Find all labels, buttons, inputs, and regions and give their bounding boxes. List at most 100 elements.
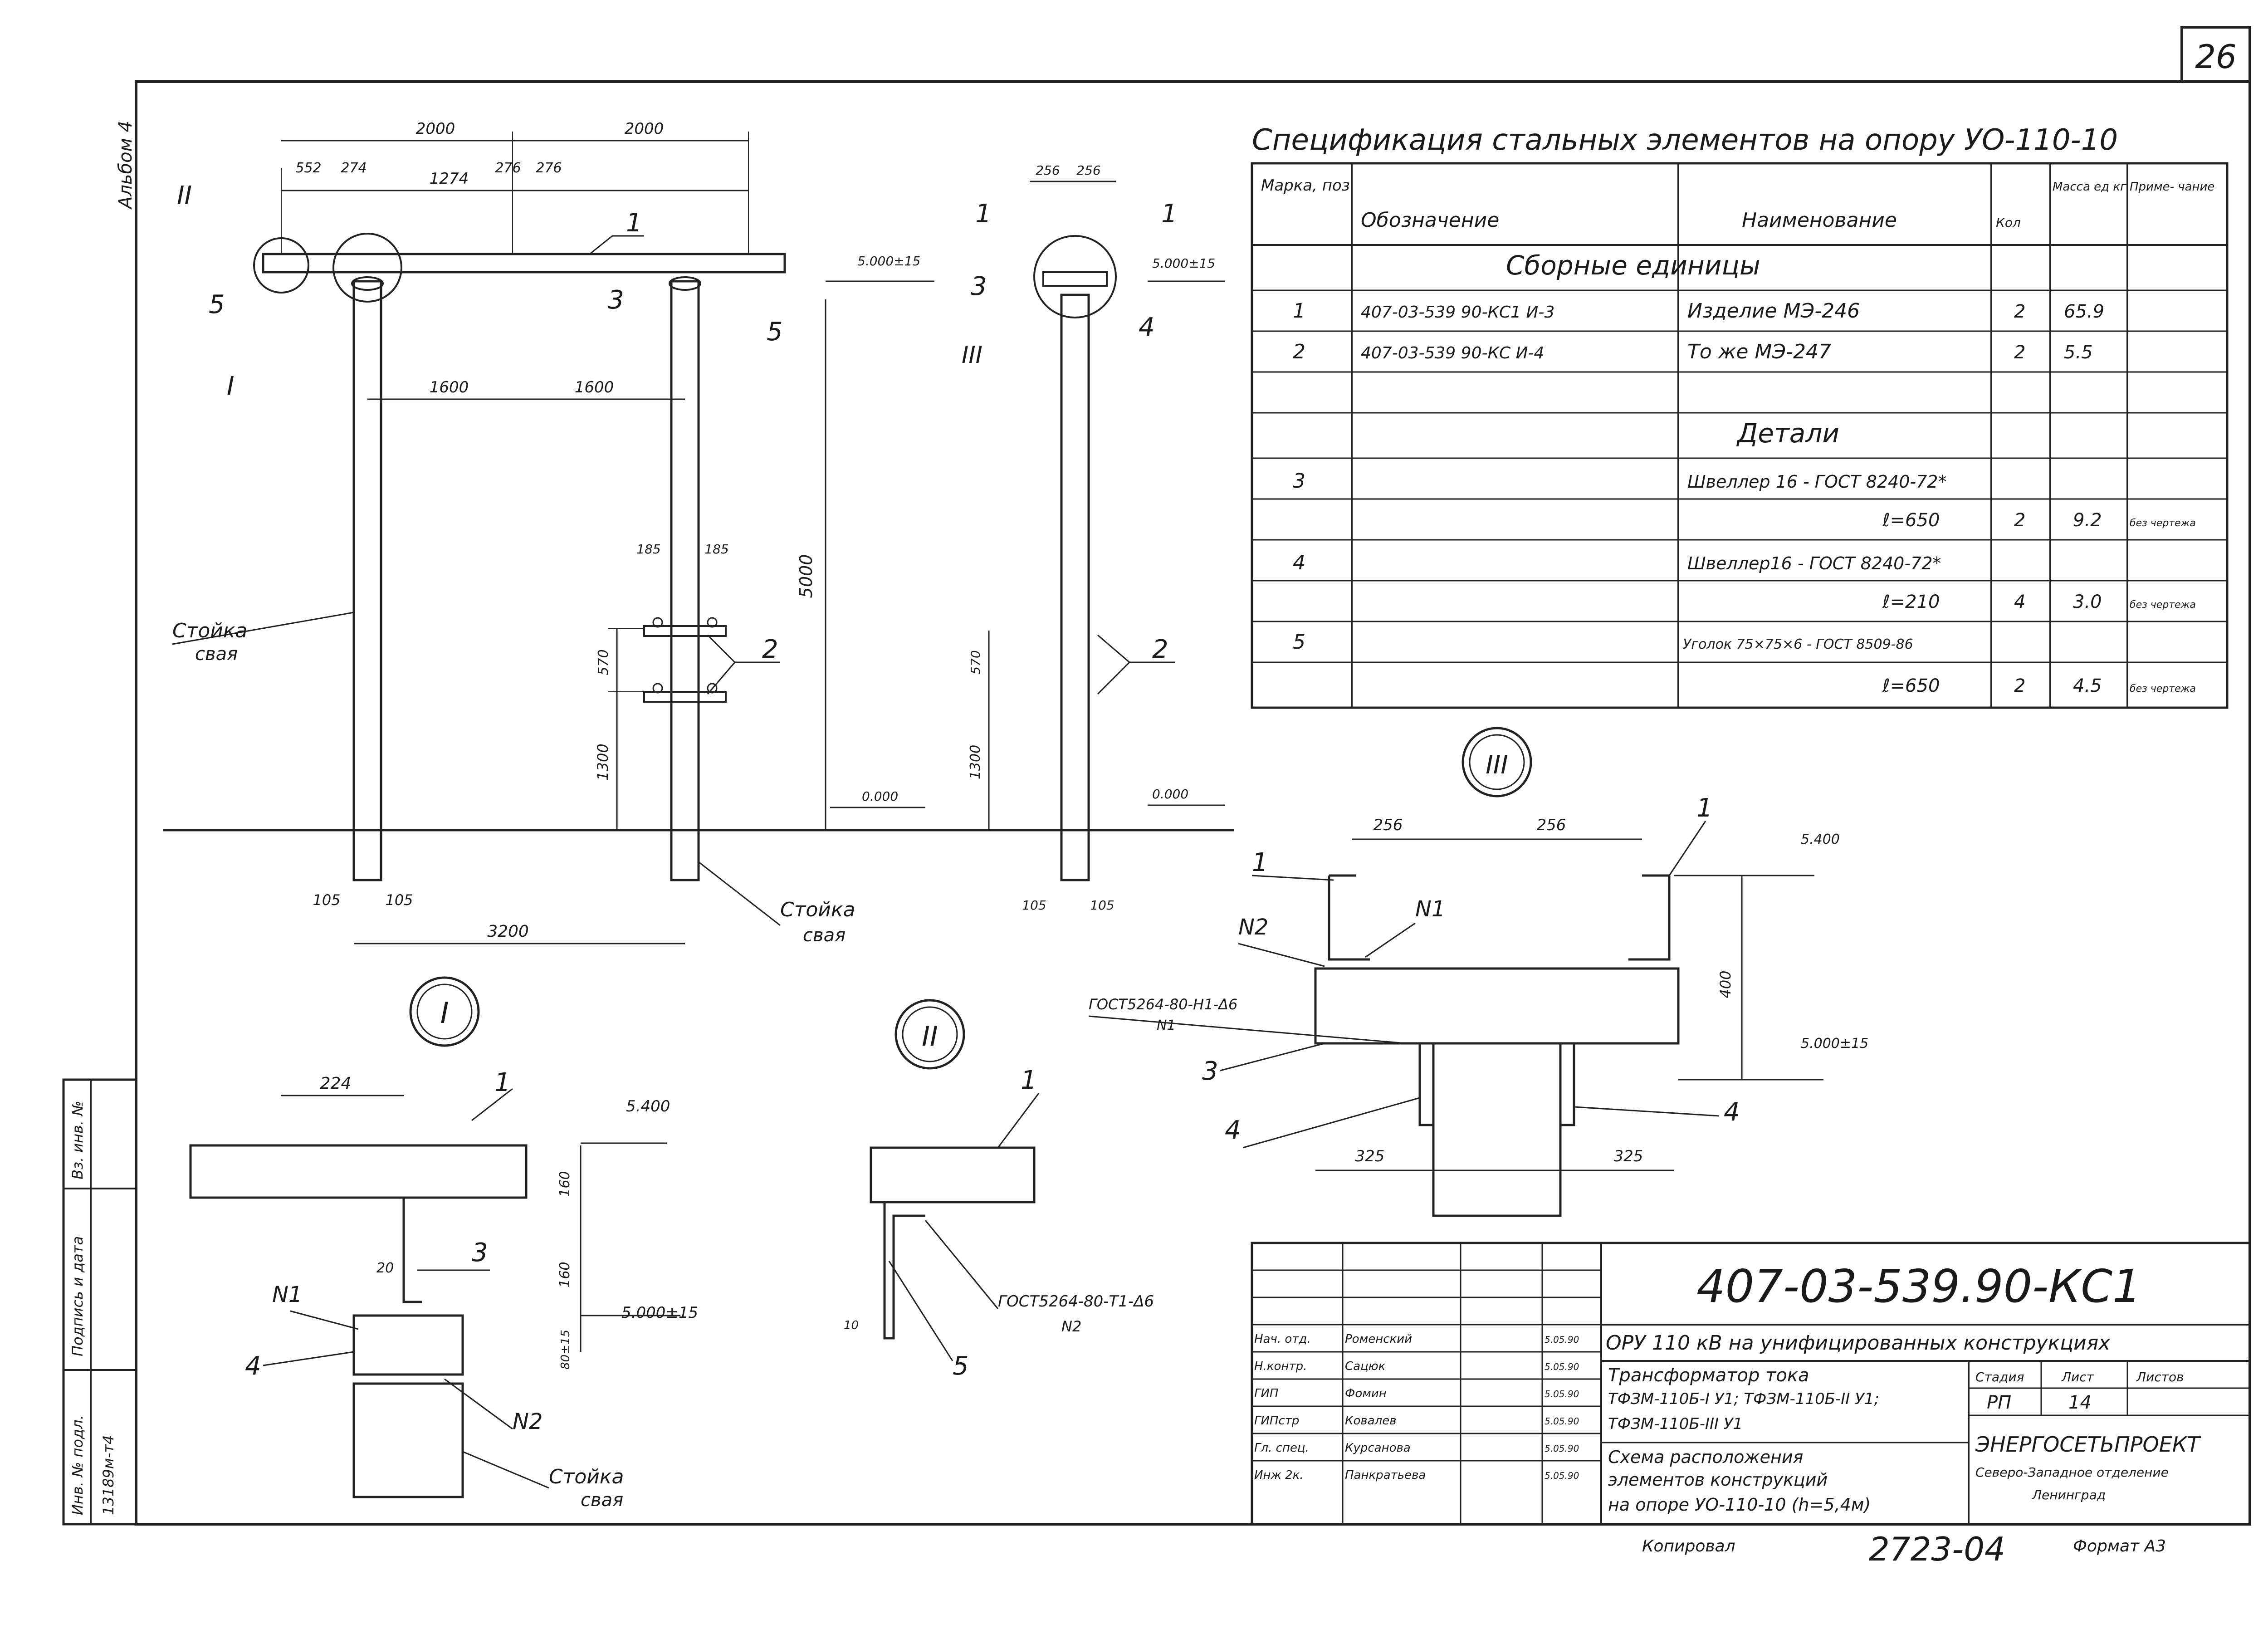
detail-III-400: 400	[1717, 970, 1734, 998]
person-1-date: 5.05.90	[1545, 1361, 1579, 1372]
detail-III-n1: N1	[1415, 896, 1445, 922]
detail-II-mark1: 1	[1021, 1066, 1037, 1095]
detail-III-5400: 5.400	[1801, 832, 1840, 847]
row2-mass: 5.5	[2064, 342, 2093, 363]
side-callout-III: III	[962, 342, 982, 369]
row3-mark: 3	[1293, 470, 1305, 493]
detail-III: III 256 256 325 325 400 5.400 5.000±15 Г…	[1088, 727, 1868, 1217]
row8-mass: 4.5	[2073, 675, 2102, 696]
row1-mark: 1	[1293, 299, 1305, 323]
detail-I-160b: 160	[557, 1262, 573, 1287]
side-dim-105-a: 105	[1022, 898, 1046, 913]
side-level-top: 5.000±15	[1152, 256, 1215, 271]
detail-II-title: II	[922, 1021, 938, 1052]
detail-I-pile-2: свая	[581, 1490, 623, 1511]
detail-I-title: I	[440, 997, 449, 1030]
dim-276-a: 276	[495, 160, 521, 176]
detail-III-mark4a: 4	[1225, 1115, 1241, 1145]
detail-III-mark4b: 4	[1724, 1097, 1740, 1127]
detail-I-pile-1: Стойка	[549, 1465, 624, 1488]
detail-I-5400: 5.400	[626, 1097, 670, 1115]
side-dim-1300: 1300	[968, 745, 983, 779]
row7-mark: 5	[1293, 631, 1305, 654]
detail-I-80: 80±15	[559, 1330, 572, 1370]
row1-name: Изделие МЭ-246	[1687, 299, 1860, 323]
person-0-date: 5.05.90	[1545, 1334, 1579, 1345]
inv-label: Инв. № подл.	[69, 1415, 86, 1515]
person-3-name: Ковалев	[1345, 1414, 1397, 1428]
detail-III-256-b: 256	[1537, 816, 1566, 834]
detail-I-n2: N2	[513, 1409, 543, 1434]
row3-name: Швеллер 16 - ГОСТ 8240-72*	[1687, 472, 1946, 492]
main-mark-2: 2	[762, 635, 778, 664]
copied-label: Копировал	[1642, 1537, 1735, 1556]
hdr-mark: Марка, поз	[1261, 176, 1350, 195]
side-mark-3: 3	[971, 272, 987, 301]
stage-label: Стадия	[1975, 1370, 2024, 1384]
sheet-title-3: на опоре УО-110-10 (h=5,4м)	[1608, 1495, 1871, 1515]
doc-code: 407-03-539.90-КС1	[1696, 1260, 2141, 1313]
pile-label-2: свая	[195, 644, 238, 665]
detail-III-n2: N2	[1238, 915, 1268, 940]
row4-qty: 2	[2014, 510, 2025, 531]
callout-circle-I	[332, 233, 402, 303]
person-1-name: Сацюк	[1345, 1360, 1386, 1373]
dim-185-b: 185	[704, 542, 728, 557]
row8-name: ℓ=650	[1882, 675, 1940, 696]
row4-note: без чертежа	[2130, 518, 2196, 529]
detail-III-5000: 5.000±15	[1801, 1036, 1868, 1052]
detail-III-title: III	[1486, 750, 1508, 780]
title-block: 407-03-539.90-КС1 ОРУ 110 кВ на унифицир…	[1251, 1242, 2251, 1526]
side-level-zero: 0.000	[1152, 787, 1188, 802]
row2-qty: 2	[2014, 342, 2025, 363]
row4-mass: 9.2	[2073, 510, 2102, 531]
detail-I: I 224 5.400 160 160 5.000±15 80±15 20 1 …	[189, 976, 698, 1511]
detail-I-224: 224	[320, 1074, 352, 1093]
dim-570: 570	[596, 649, 611, 675]
sheet-label: Лист	[2061, 1370, 2094, 1384]
dim-105-b: 105	[385, 891, 413, 909]
sheet-title-2: элементов конструкций	[1608, 1470, 1828, 1490]
row6-qty: 4	[2014, 592, 2025, 612]
person-1-role: Н.контр.	[1254, 1360, 1307, 1373]
person-2-date: 5.05.90	[1545, 1389, 1579, 1399]
row1-qty: 2	[2014, 301, 2025, 322]
order-number: 2723-04	[1869, 1530, 2005, 1568]
detail-I-20: 20	[376, 1260, 394, 1276]
hdr-note: Приме- чание	[2130, 180, 2214, 194]
person-2-name: Фомин	[1345, 1387, 1387, 1400]
detail-II-weld-n: N2	[1061, 1318, 1081, 1335]
hdr-designation: Обозначение	[1361, 209, 1499, 232]
dim-274: 274	[341, 160, 367, 176]
org-3: Ленинград	[2032, 1487, 2106, 1502]
row2-mark: 2	[1293, 340, 1305, 363]
person-4-name: Курсанова	[1345, 1441, 1411, 1455]
inv-value: 13189м-т4	[100, 1435, 117, 1515]
detail-III-256-a: 256	[1374, 816, 1403, 834]
dim-5000: 5000	[796, 554, 816, 598]
side-dim-105-b: 105	[1090, 898, 1114, 913]
main-mark-1: 1	[626, 208, 642, 238]
row6-name: ℓ=210	[1882, 592, 1940, 612]
person-5-name: Панкратьева	[1345, 1468, 1426, 1482]
main-mark-5b: 5	[767, 317, 783, 347]
org-2: Северо-Западное отделение	[1975, 1465, 2169, 1480]
side-mark-1b: 1	[1161, 199, 1178, 229]
row2-designation: 407-03-539 90-КС И-4	[1361, 344, 1544, 362]
callout-circle-III	[1033, 235, 1117, 318]
side-stamp: Вз. инв. № Подпись и дата Инв. № подл. 1…	[62, 1078, 137, 1526]
person-0-name: Роменский	[1345, 1332, 1412, 1346]
person-2-role: ГИП	[1254, 1387, 1279, 1400]
hdr-name: Наименование	[1742, 209, 1897, 232]
dim-2000-b: 2000	[625, 120, 664, 138]
detail-III-mark3: 3	[1202, 1057, 1218, 1086]
dim-552: 552	[295, 160, 321, 176]
pile-label-1b: Стойка	[780, 898, 855, 921]
dim-1274: 1274	[430, 170, 469, 188]
side-dim-256-b: 256	[1076, 163, 1100, 178]
album-label: Альбом 4	[115, 121, 136, 210]
main-view: 2000 2000 552 274 1274 276 276 1600 1600…	[172, 120, 934, 946]
detail-I-n1: N1	[272, 1282, 302, 1307]
dim-1600-a: 1600	[430, 378, 469, 396]
